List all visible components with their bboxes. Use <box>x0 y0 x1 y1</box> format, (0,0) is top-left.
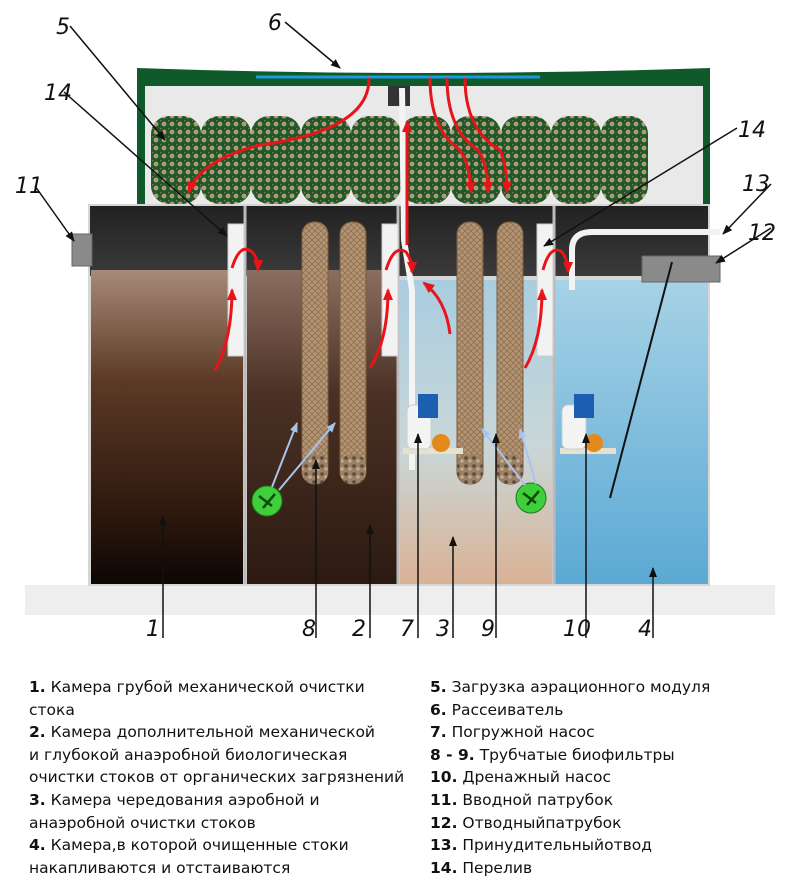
submersible-pump <box>403 394 463 454</box>
callout-leaders <box>34 21 772 638</box>
biofilter-9 <box>456 221 524 485</box>
tank <box>88 204 710 586</box>
treatment-plant-diagram: 5 6 14 11 14 13 12 1 8 2 7 3 9 10 4 <box>15 11 776 642</box>
inlet-pipe <box>71 233 93 267</box>
legend-item-2: 2. Камера дополнительной механической и … <box>29 723 405 787</box>
legend-item-4: 4. Камера,в которой очищенные стоки нака… <box>29 836 349 877</box>
aeration-module <box>137 68 710 205</box>
outlet-pipe <box>641 255 721 283</box>
blower-unit <box>388 86 410 106</box>
drain-hose <box>609 261 673 499</box>
overflow-1 <box>227 223 245 357</box>
chamber-1 <box>91 270 243 584</box>
ground-shadow <box>25 585 775 615</box>
callout-11: 11 <box>15 174 43 199</box>
biofilter-8 <box>301 221 367 485</box>
flow-arrows <box>187 77 573 371</box>
callout-12: 12 <box>748 221 776 246</box>
legend-item-13: 13. Принудительныйотвод <box>430 836 652 855</box>
legend-item-8-9: 8 - 9. Трубчатые биофильтры <box>430 745 675 764</box>
callout-3: 3 <box>436 617 450 642</box>
callout-14-left: 14 <box>44 81 72 106</box>
legend-item-3: 3. Камера чередования аэробной и анаэроб… <box>29 790 320 832</box>
callout-8: 8 <box>302 617 316 642</box>
bacteria-pointers <box>271 422 537 491</box>
callout-13: 13 <box>742 172 770 197</box>
callout-14-right: 14 <box>738 118 766 143</box>
callout-7: 7 <box>400 617 414 642</box>
legend-item-10: 10. Дренажный насос <box>430 768 612 787</box>
legend-chambers: 1. Камера грубой механической очистки ст… <box>29 676 419 879</box>
legend-item-1: 1. Камера грубой механической очистки ст… <box>29 678 365 719</box>
callout-4: 4 <box>638 617 652 642</box>
callout-6: 6 <box>268 11 282 36</box>
legend-item-12: 12. Отводныйпатрубок <box>430 813 622 832</box>
legend-item-7: 7. Погружной насос <box>430 723 595 742</box>
callout-9: 9 <box>481 617 495 642</box>
overflow-3 <box>536 223 554 357</box>
callout-5: 5 <box>56 15 70 40</box>
legend-item-14: 14. Перелив <box>430 858 533 877</box>
legend-item-5: 5. Загрузка аэрационного модуля <box>430 678 711 696</box>
bacteria-icon <box>515 482 547 514</box>
legend-item-11: 11. Вводной патрубок <box>430 790 614 809</box>
legend-components: 5. Загрузка аэрационного модуля 6. Рассе… <box>430 676 790 879</box>
callout-1: 1 <box>146 617 160 642</box>
legend-item-6: 6. Рассеиватель <box>430 700 564 719</box>
bacteria-icon <box>251 485 283 517</box>
loading-bags <box>151 116 648 204</box>
forced-drain-pipe <box>569 229 720 290</box>
callout-10: 10 <box>563 617 591 642</box>
callout-2: 2 <box>352 617 366 642</box>
